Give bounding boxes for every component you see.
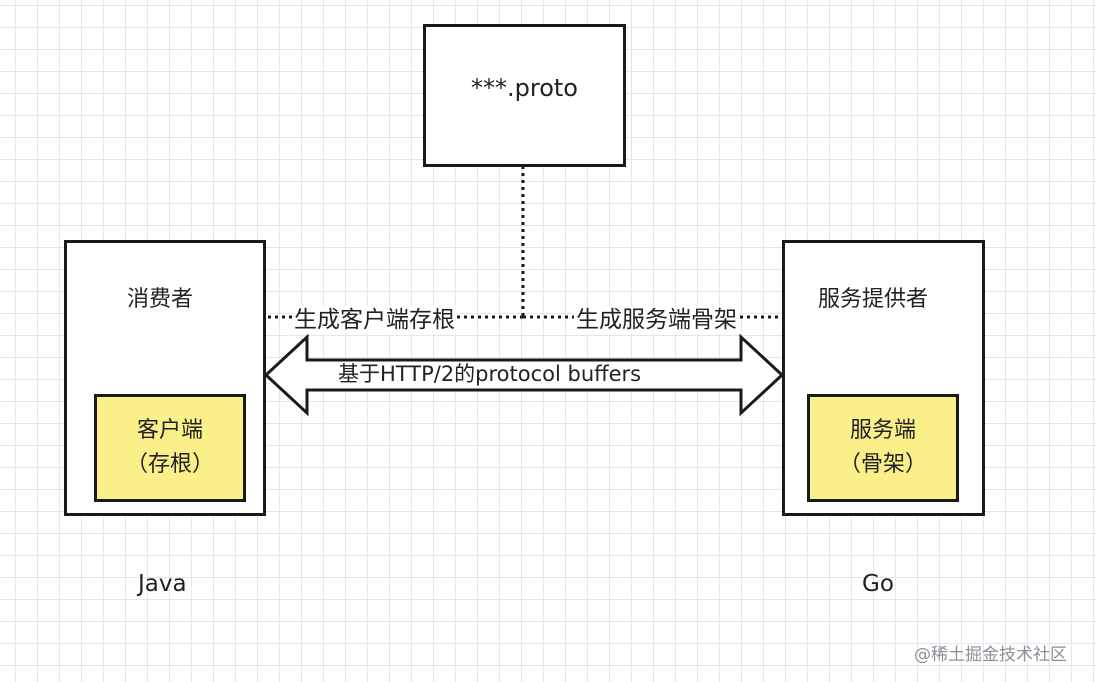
client-stub-box: 客户端 （存根） bbox=[94, 394, 246, 502]
proto-file-label: ***.proto bbox=[471, 73, 578, 102]
server-skeleton-label: 服务端 bbox=[849, 418, 916, 443]
consumer-box: 消费者 客户端 （存根） bbox=[64, 240, 266, 516]
generate-server-label: 生成服务端骨架 bbox=[574, 306, 739, 334]
generate-client-label: 生成客户端存根 bbox=[292, 306, 457, 334]
provider-title: 服务提供者 bbox=[818, 287, 929, 312]
go-label: Go bbox=[862, 571, 894, 597]
watermark: @稀土掘金技术社区 bbox=[914, 645, 1067, 665]
server-skeleton-box: 服务端 （骨架） bbox=[807, 394, 959, 502]
transport-label: 基于HTTP/2的protocol buffers bbox=[338, 362, 642, 386]
java-label: Java bbox=[138, 571, 187, 597]
server-skeleton-sublabel: （骨架） bbox=[838, 452, 927, 477]
consumer-title: 消费者 bbox=[127, 287, 194, 312]
provider-box: 服务提供者 服务端 （骨架） bbox=[782, 240, 985, 516]
proto-file-box: ***.proto bbox=[423, 24, 626, 167]
client-stub-sublabel: （存根） bbox=[125, 452, 214, 477]
client-stub-label: 客户端 bbox=[136, 418, 203, 443]
